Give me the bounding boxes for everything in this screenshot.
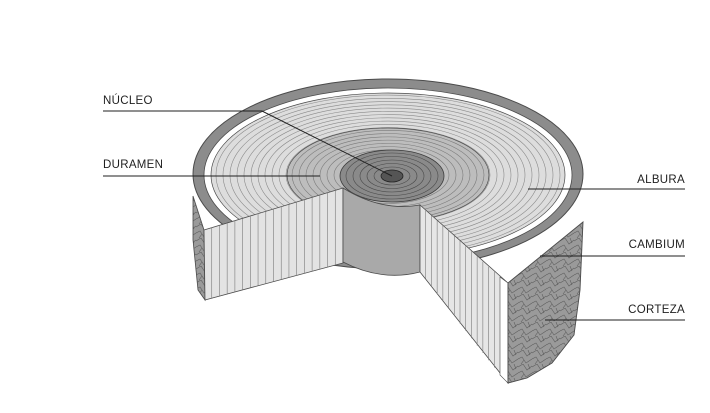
bark-right-side: [507, 221, 584, 384]
growth-ring: [366, 163, 418, 189]
growth-ring: [373, 166, 411, 186]
label-duramen: DURAMEN: [103, 159, 163, 171]
bark-left-side: [192, 195, 206, 302]
label-corteza: CORTEZA: [628, 304, 685, 316]
growth-ring: [345, 152, 439, 200]
label-nucleo: NÚCLEO: [103, 94, 153, 107]
label-albura: ALBURA: [637, 174, 685, 186]
leader-lines: [103, 110, 685, 321]
label-cambium: CAMBIUM: [629, 239, 685, 251]
growth-ring: [352, 156, 432, 196]
leader-nucleo: [103, 110, 393, 177]
growth-ring: [359, 159, 425, 193]
core-growth-rings: [345, 152, 439, 200]
wedge-cut: [192, 187, 584, 385]
growth-ring: [326, 146, 450, 204]
right-face-grain: [425, 210, 495, 368]
cambium-strip: [499, 276, 509, 384]
left-face-grain: [211, 190, 336, 298]
